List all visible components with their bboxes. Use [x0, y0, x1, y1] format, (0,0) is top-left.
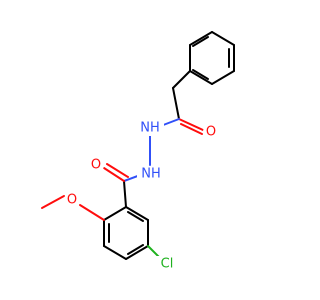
chlorine-label: Cl — [161, 257, 174, 272]
methoxy-oxygen: O — [64, 192, 80, 208]
atom-labels: O NH NH O O Cl — [64, 120, 219, 272]
methoxy-group — [41, 195, 105, 221]
carbonyl-oxygen-top-label: O — [206, 125, 216, 140]
chlorine: Cl — [156, 256, 178, 272]
phenylacetyl-chain — [157, 70, 204, 135]
phenyl-ring — [189, 31, 235, 85]
molecule-structure: O NH NH O O Cl — [41, 31, 235, 272]
carbonyl-oxygen-mid-label: O — [91, 158, 101, 173]
carbonyl-oxygen-mid: O — [88, 157, 104, 173]
methoxy-oxygen-label: O — [67, 193, 77, 208]
amine-top-label: NH — [140, 121, 160, 136]
amine-bottom: NH — [137, 166, 165, 182]
amine-top: NH — [136, 120, 164, 136]
carbonyl-oxygen-top: O — [203, 124, 219, 140]
amine-bottom-label: NH — [141, 167, 161, 182]
chloromethoxy-ring — [103, 206, 149, 260]
